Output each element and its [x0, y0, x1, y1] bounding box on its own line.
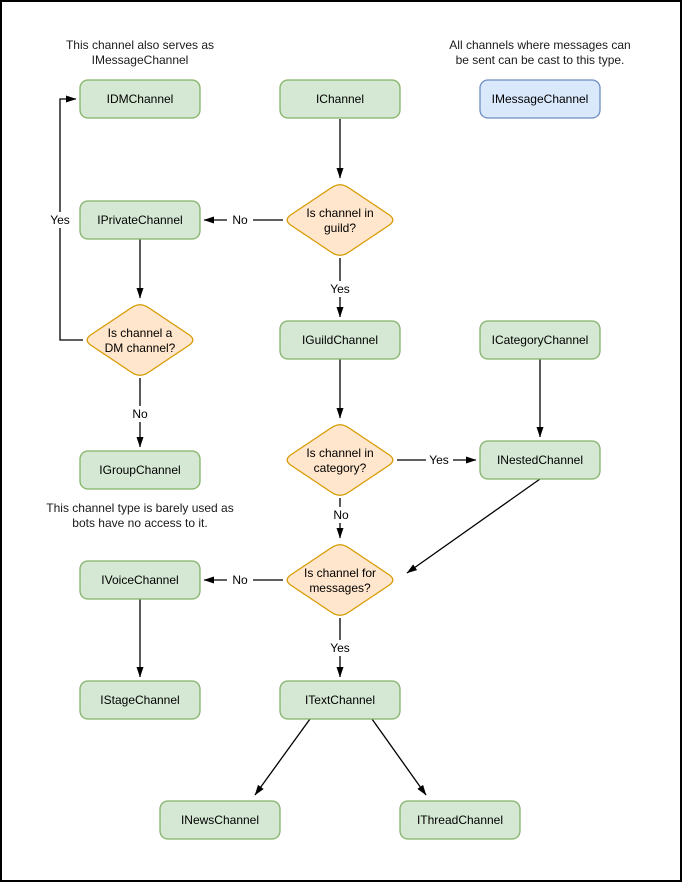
node-box: [479, 79, 601, 119]
edge-label-no: No: [232, 213, 248, 227]
node-label: IGuildChannel: [302, 333, 378, 347]
label-bg: [227, 212, 253, 228]
node-ivoicechannel: IVoiceChannel: [79, 560, 201, 600]
decision-is-channel-a-dm: Is channel a DM channel?: [86, 304, 194, 376]
note-line: This channel type is barely used as: [46, 501, 233, 515]
node-label: IDMChannel: [107, 92, 174, 106]
note-dmchannel-serves-imessagechannel: This channel also serves as IMessageChan…: [66, 38, 214, 67]
note-line: bots have no access to it.: [72, 516, 207, 530]
node-istagechannel: IStageChannel: [79, 680, 201, 720]
node-label: ICategoryChannel: [492, 333, 589, 347]
note-line: IMessageChannel: [92, 53, 189, 67]
node-box: [79, 560, 201, 600]
label-bg: [327, 281, 353, 297]
decision-is-channel-in-guild: Is channel in guild?: [286, 184, 394, 256]
label-bg: [426, 452, 453, 468]
edge-label-no: No: [132, 407, 148, 421]
decision-is-channel-in-category: Is channel in category?: [286, 424, 394, 496]
decision-label: Is channel a: [108, 326, 173, 340]
node-iprivatechannel: IPrivateChannel: [79, 200, 201, 240]
node-label: IChannel: [316, 92, 364, 106]
decision-shape: [86, 304, 194, 376]
node-idmchannel: IDMChannel: [79, 79, 201, 119]
node-ithreadchannel: IThreadChannel: [399, 800, 521, 840]
decision-label: Is channel in: [306, 446, 373, 460]
decision-shape: [286, 184, 394, 256]
node-icategorychannel: ICategoryChannel: [479, 320, 601, 360]
decision-label: DM channel?: [105, 341, 176, 355]
label-bg: [47, 212, 73, 228]
decision-label: messages?: [309, 581, 371, 595]
node-label: IGroupChannel: [99, 463, 180, 477]
node-box: [79, 450, 201, 490]
node-label: IVoiceChannel: [101, 573, 178, 587]
note-line: This channel also serves as: [66, 38, 214, 52]
node-label: INewsChannel: [181, 813, 259, 827]
edges: [59, 95, 544, 796]
decision-is-channel-for-messages: Is channel for messages?: [286, 544, 394, 616]
node-label: ITextChannel: [305, 693, 375, 707]
label-bg: [127, 406, 153, 422]
note-groupchannel-barely-used: This channel type is barely used as bots…: [46, 501, 233, 530]
decision-shape: [286, 544, 394, 616]
label-bg: [328, 507, 354, 523]
node-box: [479, 440, 601, 480]
node-box: [79, 79, 201, 119]
edge-label-yes: Yes: [50, 213, 70, 227]
node-label: IStageChannel: [100, 693, 179, 707]
node-box: [279, 79, 401, 119]
edge-labels: No Yes Yes No Yes No No Yes: [47, 212, 453, 656]
node-label: IPrivateChannel: [97, 213, 182, 227]
node-itextchannel: ITextChannel: [279, 680, 401, 720]
arrow-nestedchannel-to-messages-decision: [406, 478, 541, 574]
node-label: IThreadChannel: [417, 813, 503, 827]
edge-label-yes: Yes: [429, 453, 449, 467]
edge-label-no: No: [232, 573, 248, 587]
edge-label-yes: Yes: [330, 641, 350, 655]
note-line: be sent can be cast to this type.: [456, 53, 625, 67]
node-box: [479, 320, 601, 360]
decision-label: Is channel for: [304, 566, 376, 580]
arrow-textchannel-to-threadchannel: [371, 718, 427, 796]
node-label: INestedChannel: [497, 453, 583, 467]
edge-label-yes: Yes: [330, 282, 350, 296]
node-igroupchannel: IGroupChannel: [79, 450, 201, 490]
node-box: [399, 800, 521, 840]
decision-shape: [286, 424, 394, 496]
node-ichannel: IChannel: [279, 79, 401, 119]
node-imessagechannel: IMessageChannel: [479, 79, 601, 119]
label-bg: [327, 640, 353, 656]
node-inewschannel: INewsChannel: [159, 800, 281, 840]
node-box: [79, 200, 201, 240]
node-box: [159, 800, 281, 840]
label-bg: [227, 572, 253, 588]
edge-label-no: No: [333, 508, 349, 522]
node-iguildchannel: IGuildChannel: [279, 320, 401, 360]
arrow-textchannel-to-newschannel: [254, 718, 311, 796]
node-label: IMessageChannel: [492, 92, 589, 106]
node-inestedchannel: INestedChannel: [479, 440, 601, 480]
node-box: [279, 320, 401, 360]
node-box: [279, 680, 401, 720]
decision-label: guild?: [324, 221, 356, 235]
node-box: [79, 680, 201, 720]
note-imessagechannel-cast: All channels where messages can be sent …: [449, 38, 630, 67]
decision-label: Is channel in: [306, 206, 373, 220]
decision-label: category?: [314, 461, 367, 475]
note-line: All channels where messages can: [449, 38, 630, 52]
